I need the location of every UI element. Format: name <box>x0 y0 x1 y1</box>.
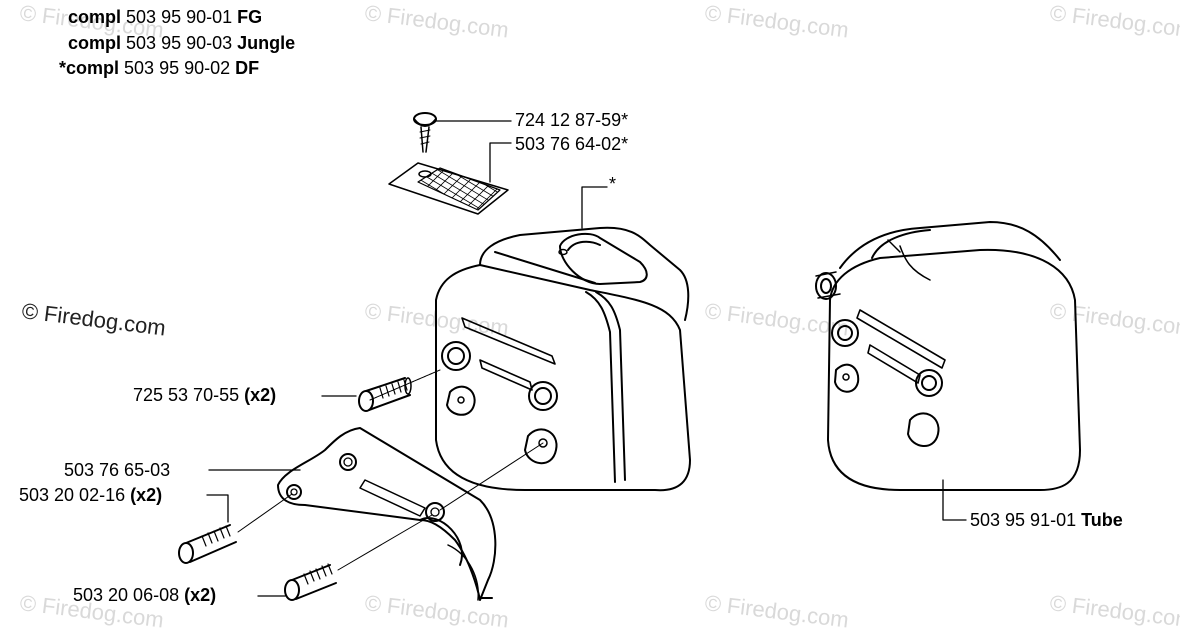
part-label-bracket: 503 76 65-03 <box>64 460 171 480</box>
kit-line-3: *compl 503 95 90-02 DF <box>59 58 260 78</box>
muffler-tube-icon <box>815 221 1081 491</box>
bolt-icon <box>178 524 237 564</box>
muffler-icon <box>435 226 691 492</box>
screw-icon <box>413 112 437 153</box>
kit-line-1: compl 503 95 90-01 FG <box>68 7 263 27</box>
part-label-bolt-c: 503 20 06-08 (x2) <box>73 585 217 605</box>
part-label-plate: 503 76 64-02* <box>515 134 629 154</box>
part-label-star: * <box>609 174 617 194</box>
bracket-icon <box>277 427 497 601</box>
bolt-icon <box>284 563 337 601</box>
kit-line-2: compl 503 95 90-03 Jungle <box>68 33 296 53</box>
bolt-icon <box>358 377 412 412</box>
part-label-bolt-a: 725 53 70-55 (x2) <box>133 385 277 405</box>
part-label-screw: 724 12 87-59* <box>515 110 629 130</box>
part-label-tube: 503 95 91-01 Tube <box>970 510 1123 530</box>
gauze-plate-icon <box>388 162 509 215</box>
part-label-bolt-b: 503 20 02-16 (x2) <box>19 485 163 505</box>
